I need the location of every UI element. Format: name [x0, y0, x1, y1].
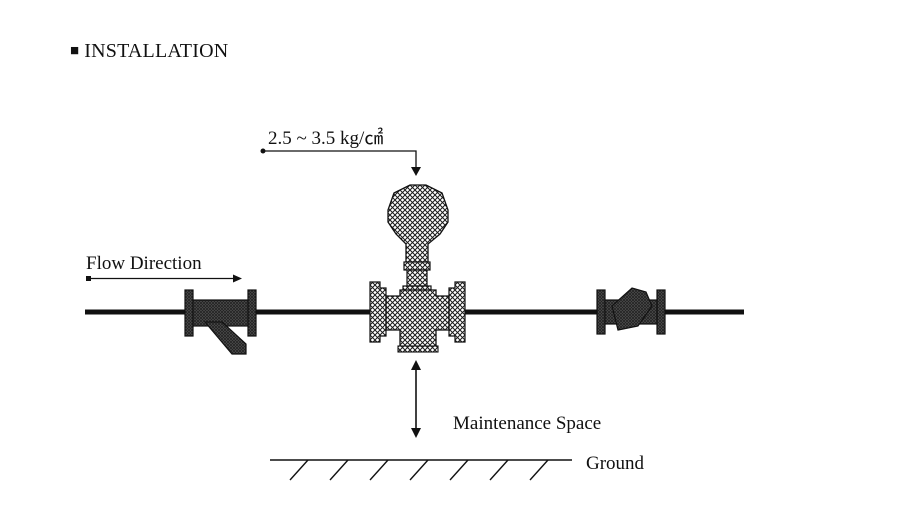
section-heading: ■INSTALLATION [70, 40, 228, 63]
maintenance-space-label: Maintenance Space [453, 413, 601, 434]
heading-title: INSTALLATION [84, 40, 229, 62]
maintenance-space-arrow [411, 360, 421, 438]
flow-direction-label: Flow Direction [86, 253, 202, 274]
flow-direction-arrow [86, 274, 242, 283]
heading-bullet: ■ [70, 43, 80, 59]
ground-line [270, 459, 572, 481]
check-valve-icon [596, 287, 666, 335]
control-valve-icon [369, 184, 466, 353]
pressure-indicator [260, 148, 421, 176]
ground-label: Ground [586, 453, 645, 474]
strainer-icon [184, 289, 257, 355]
pressure-label: 2.5 ~ 3.5 kg/㎠ [268, 126, 383, 149]
